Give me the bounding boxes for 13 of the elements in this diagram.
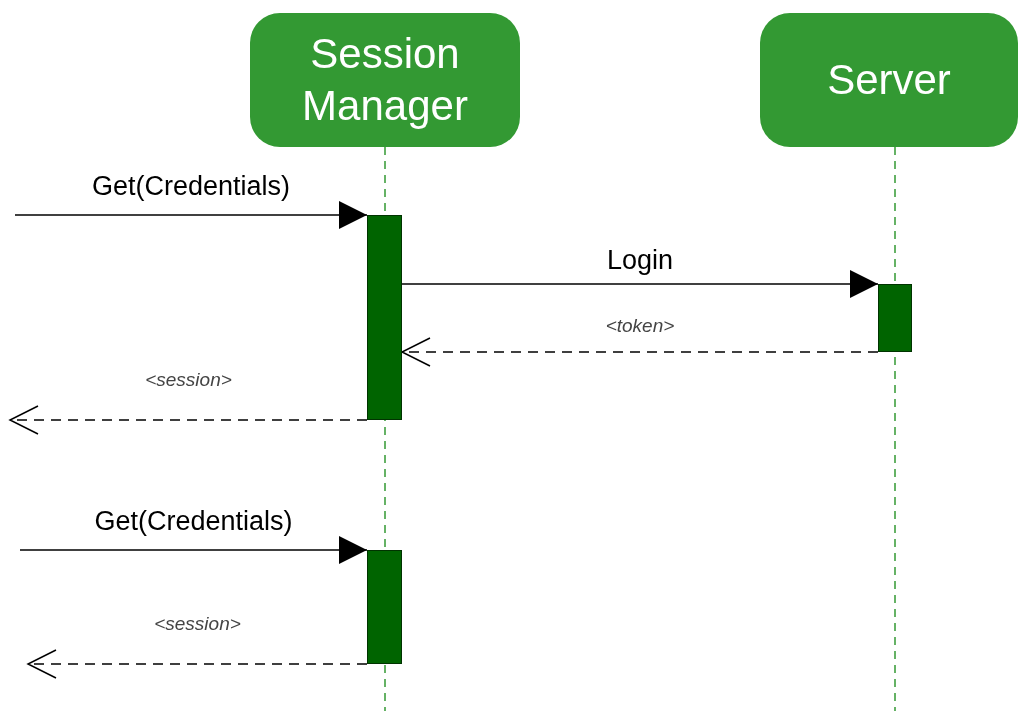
activation-bar	[878, 284, 912, 352]
message-arrow	[19, 536, 368, 564]
activation-bar	[367, 550, 402, 664]
participant-label: Server	[827, 55, 951, 105]
participant-box	[760, 13, 1018, 147]
return-arrow	[401, 337, 879, 367]
return-arrow	[27, 649, 368, 679]
message-arrow	[401, 270, 879, 298]
participant-box	[250, 13, 520, 147]
activation-bar	[367, 215, 402, 420]
message-arrow	[14, 201, 368, 229]
participant-label: Session Manager	[301, 29, 469, 131]
return-arrow	[9, 405, 368, 435]
